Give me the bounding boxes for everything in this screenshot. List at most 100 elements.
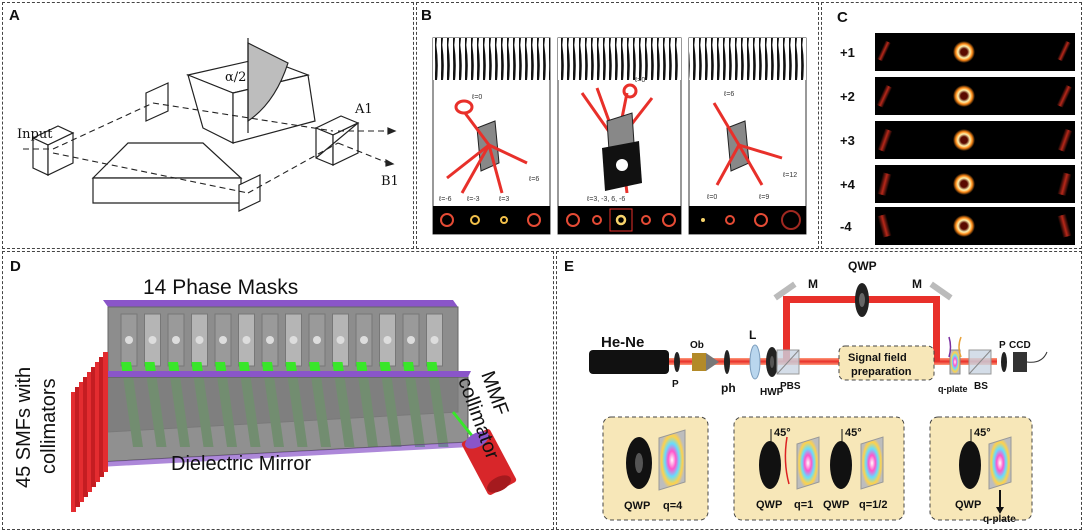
panel-a-label: A bbox=[9, 7, 20, 24]
phase-mask-pattern bbox=[430, 336, 439, 344]
panel-a: A bbox=[2, 2, 414, 249]
c-row-1 bbox=[875, 33, 1075, 71]
pinhole bbox=[724, 350, 730, 374]
phase-mask-pattern bbox=[336, 336, 345, 344]
panel-d-diagram: 14 Phase Masks 45 SMFs with collimators … bbox=[13, 276, 517, 512]
output-a1-label: A1 bbox=[354, 102, 373, 117]
lens bbox=[749, 344, 761, 380]
smf-fiber bbox=[103, 352, 108, 472]
phase-mask-pattern bbox=[289, 336, 298, 344]
mmf-collimator bbox=[451, 411, 517, 495]
q-plate bbox=[949, 349, 961, 375]
c-row-4 bbox=[875, 165, 1075, 203]
panel-a-diagram: Input α/2 A1 B1 bbox=[17, 38, 399, 212]
phase-masks-title: 14 Phase Masks bbox=[143, 276, 298, 299]
objective bbox=[692, 353, 706, 371]
polarizer-2 bbox=[1001, 352, 1007, 372]
mirror-label: Dielectric Mirror bbox=[171, 453, 311, 475]
b1-l-right: ℓ=6 bbox=[528, 176, 539, 183]
smf-fiber bbox=[79, 382, 84, 502]
phase-mask-pattern bbox=[242, 336, 251, 344]
p1-label: P bbox=[672, 379, 679, 390]
bottom-prism bbox=[91, 142, 243, 179]
signal-field-box bbox=[838, 345, 935, 381]
box3-qwp-label: QWP bbox=[955, 499, 981, 511]
box2-angle1: 45° bbox=[774, 427, 791, 439]
mirror-right-bottom bbox=[238, 174, 261, 212]
box2-qwp1-label: QWP bbox=[756, 499, 782, 511]
mask-row bbox=[120, 313, 443, 367]
smf-label-2: collimators bbox=[38, 378, 60, 474]
ccd bbox=[1013, 352, 1027, 372]
phase-mask-pattern bbox=[313, 336, 321, 344]
config-box-2: 45° 45° QWP q=1 QWP q=1/2 bbox=[733, 416, 905, 521]
p2-label: P bbox=[999, 340, 1006, 351]
box3-qplate-label: q-plate bbox=[983, 514, 1016, 525]
phase-mask-pattern bbox=[266, 336, 274, 344]
b-subpanel-3: ℓ=6 ℓ=12 ℓ=9 ℓ=0 bbox=[688, 37, 807, 235]
b-subpanel-2: ℓ=0 ℓ=3, -3, 6, -6 bbox=[557, 37, 682, 235]
mirror-1 bbox=[773, 281, 797, 301]
polarizer-1 bbox=[674, 352, 680, 372]
he-ne-laser bbox=[589, 350, 669, 374]
b-subpanel-1: ℓ=0 ℓ=6 ℓ=3 ℓ=-6 ℓ=-3 bbox=[432, 37, 551, 235]
phase-mask-pattern bbox=[360, 336, 368, 344]
box3-angle: 45° bbox=[974, 427, 991, 439]
box2-angle2: 45° bbox=[845, 427, 862, 439]
b3-l-top: ℓ=6 bbox=[723, 91, 734, 98]
smf-fiber bbox=[87, 372, 92, 492]
phase-mask-pattern bbox=[383, 336, 392, 344]
b3-l-bl: ℓ=0 bbox=[706, 194, 717, 201]
c-row-label-4: +4 bbox=[840, 177, 856, 192]
main-beam bbox=[667, 358, 997, 365]
c-row-label-2: +2 bbox=[840, 89, 855, 104]
b2-l-top: ℓ=0 bbox=[634, 77, 645, 84]
pbs-label: PBS bbox=[780, 381, 801, 392]
box2-qwp2-label: QWP bbox=[823, 499, 849, 511]
output-b1-label: B1 bbox=[381, 174, 399, 189]
box1-qwp-label: QWP bbox=[624, 500, 650, 512]
signal-label-1: Signal field bbox=[848, 352, 907, 364]
c-row-3 bbox=[875, 121, 1075, 159]
smf-label-1: 45 SMFs with bbox=[13, 367, 35, 488]
ob-label: Ob bbox=[690, 340, 704, 351]
box2-q1-label: q=1 bbox=[794, 499, 813, 511]
ph-label: ph bbox=[721, 381, 736, 395]
b1-l-top: ℓ=0 bbox=[471, 94, 482, 101]
panel-e-diagram: He-Ne P Ob ph L HWP PBS M M QWP Signal f… bbox=[589, 259, 1048, 525]
panel-e: E He-Ne P Ob ph L HWP PBS bbox=[556, 251, 1082, 530]
phase-mask-pattern bbox=[148, 336, 157, 344]
c-row-label-3: +3 bbox=[840, 133, 855, 148]
angle-label: α/2 bbox=[225, 70, 246, 85]
mirror-left-top bbox=[145, 82, 169, 122]
smf-bundle bbox=[71, 352, 108, 512]
phase-mask-pattern bbox=[195, 336, 204, 344]
rotation-plane bbox=[247, 42, 289, 123]
box1-q-label: q=4 bbox=[663, 500, 683, 512]
c-row-label-1: +1 bbox=[840, 45, 855, 60]
panel-e-label: E bbox=[564, 258, 575, 275]
c-row-2 bbox=[875, 77, 1075, 115]
panel-b-diagram: ℓ=0 ℓ=6 ℓ=3 ℓ=-6 ℓ=-3 bbox=[432, 37, 807, 235]
b1-l-mid: ℓ=3 bbox=[498, 196, 509, 203]
phase-mask-pattern bbox=[219, 336, 227, 344]
b1-l-bl1: ℓ=-6 bbox=[438, 196, 452, 203]
qplate-label: q-plate bbox=[938, 384, 968, 394]
qwp-top-label: QWP bbox=[848, 259, 877, 273]
config-box-3: 45° QWP q-plate bbox=[929, 416, 1033, 525]
smf-fiber bbox=[99, 357, 104, 477]
laser-label: He-Ne bbox=[601, 334, 644, 351]
smf-fiber bbox=[91, 367, 96, 487]
smf-fiber bbox=[71, 392, 76, 512]
panel-c-diagram: +1 +2 +3 +4 -4 bbox=[840, 33, 1075, 245]
c-row-5 bbox=[875, 207, 1075, 245]
box2-q2-label: q=1/2 bbox=[859, 499, 887, 511]
phase-mask-pattern bbox=[407, 336, 415, 344]
ccd-label: CCD bbox=[1009, 340, 1031, 351]
c-row-label-5: -4 bbox=[840, 219, 852, 234]
m1-label: M bbox=[808, 277, 818, 291]
phase-mask-pattern bbox=[172, 336, 180, 344]
panel-c: C bbox=[821, 2, 1082, 249]
b1-l-bl2: ℓ=-3 bbox=[466, 196, 480, 203]
panel-b-label: B bbox=[421, 7, 432, 24]
